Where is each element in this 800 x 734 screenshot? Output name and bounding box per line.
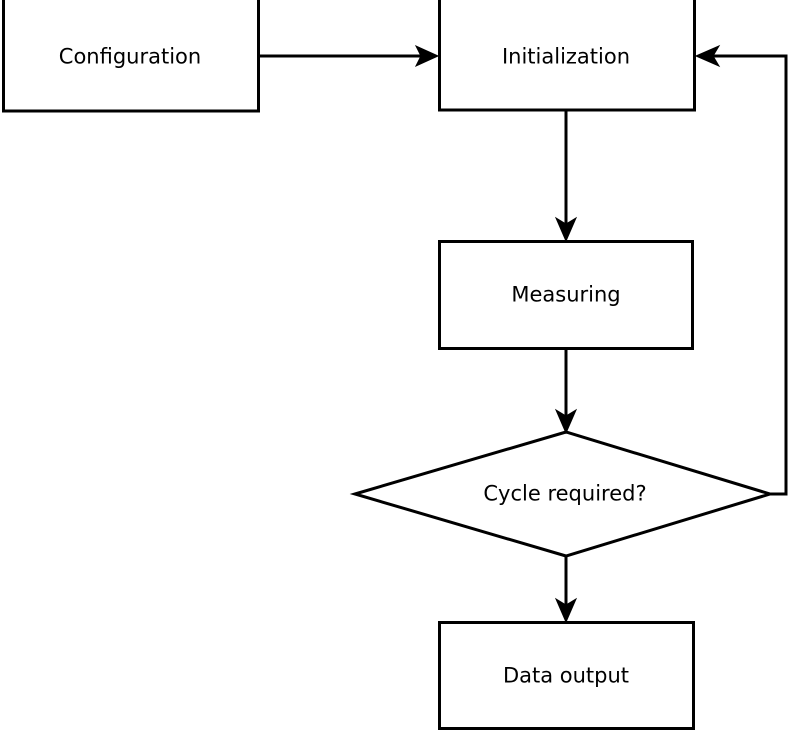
edge-measuring-to-cycle-required[interactable]: [554, 349, 578, 435]
arrowhead: [554, 597, 578, 624]
arrowhead: [554, 216, 578, 243]
arrowhead: [414, 44, 440, 68]
edge-line: [705, 54, 788, 496]
node-shape-measuring[interactable]: [438, 240, 694, 350]
node-shape-initialization[interactable]: [438, 0, 696, 112]
node-label-configuration: Configuration: [58, 44, 202, 69]
node-label-measuring: Measuring: [511, 282, 621, 307]
edge-cycle-required-to-data-output[interactable]: [554, 555, 578, 624]
node-label-cycle-required: Cycle required?: [483, 481, 647, 506]
node-label-initialization: Initialization: [501, 44, 631, 69]
edge-configuration-to-initialization[interactable]: [259, 44, 440, 68]
node-shape-data-output[interactable]: [438, 621, 695, 730]
arrowhead: [694, 44, 721, 68]
node-label-data-output: Data output: [502, 663, 630, 688]
edge-cycle-required-to-initialization-feedback[interactable]: [694, 44, 788, 496]
edge-initialization-to-measuring[interactable]: [554, 110, 578, 243]
node-shape-configuration[interactable]: [2, 0, 260, 113]
node-shapes: [2, 0, 776, 730]
arrowhead: [554, 408, 578, 435]
